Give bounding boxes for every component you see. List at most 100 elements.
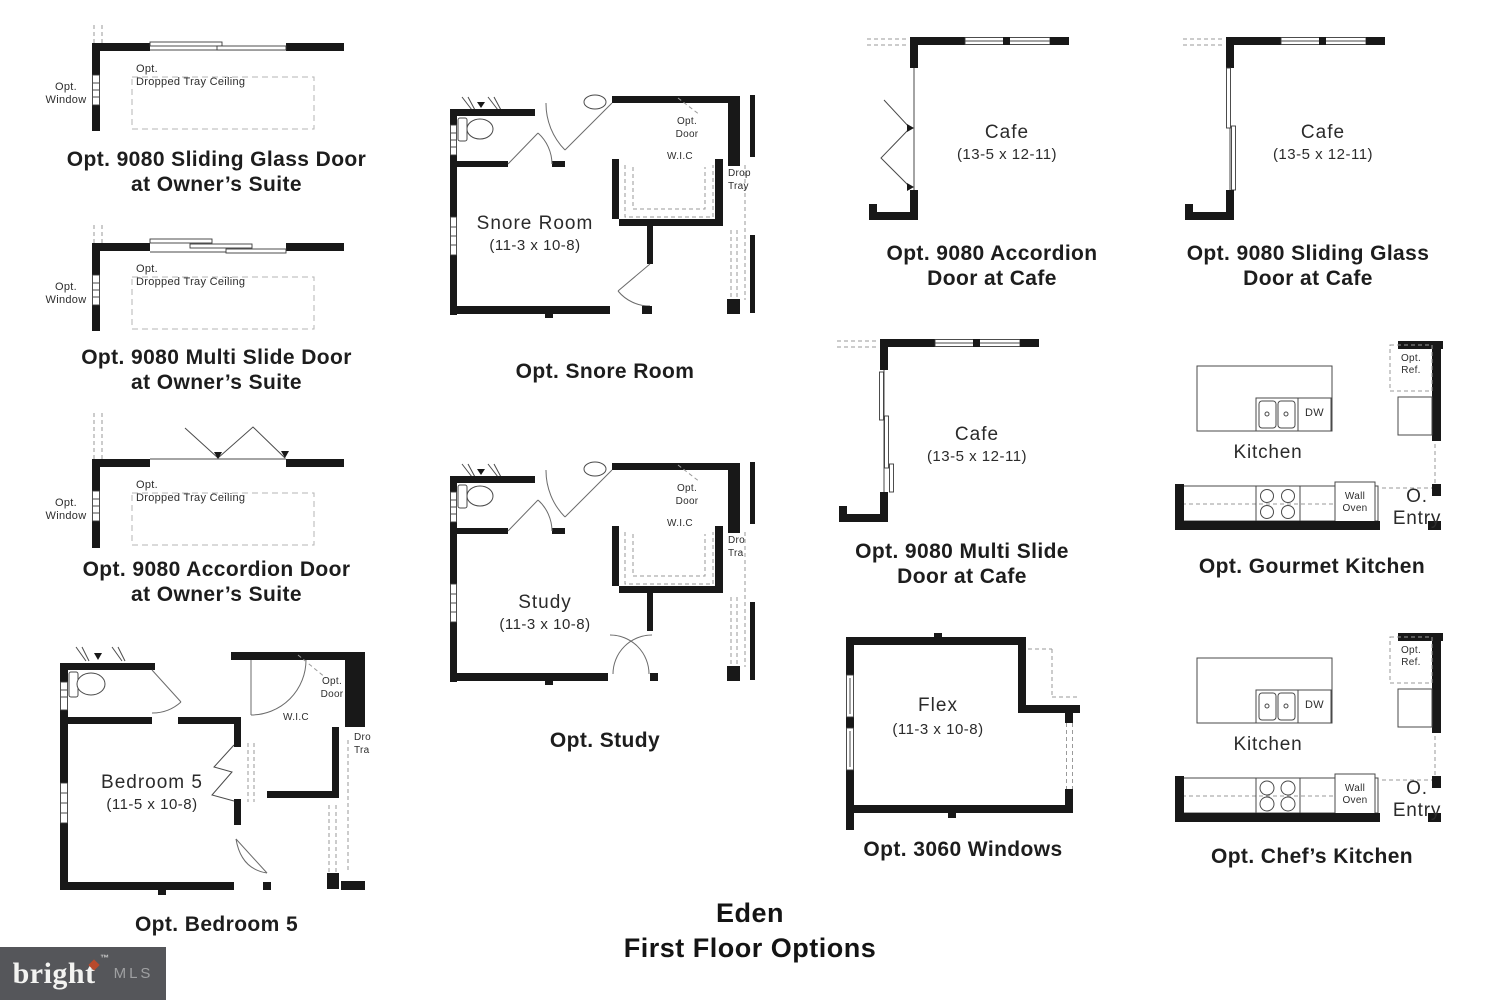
dropped-tray-label: Dro Tra	[354, 732, 372, 756]
opt-window-label: Opt. Window	[45, 81, 87, 106]
refrigerator-box	[1389, 344, 1433, 392]
bedroom5-drawing	[60, 646, 365, 895]
gourmet-kitchen-plan: Kitchen DW Wall Oven Opt. Ref. O. Entry	[1162, 338, 1462, 538]
multi-cafe-drawing	[837, 339, 1039, 522]
sliding-door-panel	[1226, 67, 1231, 129]
plan-name: Eden	[715, 898, 784, 928]
sliding-owners-plan: Opt. Window Opt. Dropped Tray Ceiling	[14, 25, 419, 137]
sheet-title: Eden First Floor Options	[450, 896, 1050, 967]
owner-entry-label: O. Entry	[1392, 778, 1442, 821]
dishwasher-label: DW	[1305, 407, 1324, 419]
dishwasher-box	[1297, 689, 1332, 724]
door-swing-icon	[545, 469, 566, 518]
gourmet-kitchen-drawing	[1175, 341, 1443, 530]
bright-mls-logo: bright ™ MLS	[0, 947, 166, 1000]
trademark-symbol: ™	[100, 952, 110, 963]
room-label: Flex	[918, 695, 958, 716]
bifold-closet-door-icon	[211, 744, 235, 802]
flex-plan: Flex (11-3 x 10-8)	[838, 633, 1088, 833]
tray-ceiling-label: Opt. Dropped Tray Ceiling	[136, 263, 246, 288]
room-dims-label: (11-3 x 10-8)	[489, 237, 581, 254]
door-swing-icon	[250, 659, 307, 716]
room-dims-label: (13-5 x 12-11)	[956, 146, 1058, 163]
dropped-tray-label: Dro Tra	[728, 535, 746, 559]
chefs-kitchen-drawing	[1175, 633, 1443, 822]
window-icon	[60, 681, 68, 711]
panel-caption: Opt. 9080 Sliding Glass Door at Owner’s …	[66, 148, 367, 196]
refrigerator-box	[1389, 636, 1433, 684]
sliding-cafe-drawing	[1183, 37, 1385, 220]
slide-door-panel	[149, 238, 213, 244]
panel-study: Study (11-3 x 10-8) W.I.C Opt. Door Dro …	[450, 461, 760, 753]
dropped-tray-label: Drop Tray	[728, 168, 751, 192]
opt-door-label: Opt. Door	[675, 483, 699, 507]
panel-caption: Opt. Chef’s Kitchen	[1210, 845, 1414, 868]
sink-icon	[1258, 400, 1277, 429]
room-label: Snore Room	[476, 213, 594, 234]
door-swing-icon	[545, 102, 566, 151]
room-label: Kitchen	[1233, 442, 1303, 463]
bright-wordmark: bright ™	[12, 953, 110, 991]
dishwasher-label: DW	[1305, 699, 1324, 711]
panel-sliding-owners: Opt. Window Opt. Dropped Tray Ceiling Op…	[14, 25, 419, 197]
owner-entry-label: O. Entry	[1392, 486, 1442, 529]
accordion-cafe-plan: Cafe (13-5 x 12-11)	[867, 30, 1117, 235]
opt-door-icon	[677, 464, 701, 483]
sink-icon	[1277, 400, 1296, 429]
dishwasher-box	[1297, 397, 1332, 432]
study-plan: Study (11-3 x 10-8) W.I.C Opt. Door Dro …	[450, 461, 760, 722]
room-dims-label: (13-5 x 12-11)	[1272, 146, 1374, 163]
room-label: Study	[518, 592, 572, 613]
door-swing-icon	[537, 499, 553, 532]
panel-multi-cafe: Cafe (13-5 x 12-11) Opt. 9080 Multi Slid…	[837, 332, 1087, 589]
toilet-icon	[457, 117, 468, 142]
tray-ceiling-label: Opt. Dropped Tray Ceiling	[136, 479, 246, 504]
accordion-owners-plan: Opt. Window Opt. Dropped Tray Ceiling	[14, 413, 419, 548]
sliding-owners-drawing	[92, 25, 344, 131]
room-label: Cafe	[984, 122, 1030, 143]
panel-caption: Opt. 9080 Accordion Door at Owner’s Suit…	[82, 558, 351, 606]
toilet-icon	[457, 484, 468, 509]
chefs-kitchen-plan: Kitchen DW Wall Oven Opt. Ref. O. Entry	[1162, 630, 1462, 830]
sink-icon	[583, 461, 607, 477]
panel-caption: Opt. Snore Room	[515, 360, 695, 383]
panel-sliding-cafe: Cafe (13-5 x 12-11) Opt. 9080 Sliding Gl…	[1183, 30, 1433, 291]
opt-window-label: Opt. Window	[45, 281, 87, 306]
room-label: Cafe	[954, 424, 1000, 445]
opt-door-icon	[677, 97, 701, 116]
accordion-owners-drawing	[92, 413, 344, 548]
bedroom5-plan: Bedroom 5 (11-5 x 10-8) W.I.C Opt. Door …	[14, 645, 419, 907]
toilet-icon	[466, 485, 494, 507]
sliding-door-panel	[149, 41, 223, 47]
sliding-door-panel	[1231, 125, 1236, 191]
opt-window-label: Opt. Window	[45, 497, 87, 522]
tray-ceiling-label: Opt. Dropped Tray Ceiling	[136, 63, 246, 88]
sliding-cafe-plan: Cafe (13-5 x 12-11)	[1183, 30, 1433, 235]
room-dims-label: (11-5 x 10-8)	[106, 796, 198, 813]
study-drawing	[450, 461, 755, 685]
wic-label: W.I.C	[283, 712, 309, 723]
bright-text: bright	[12, 956, 96, 990]
wall-oven-label: Wall Oven	[1342, 783, 1368, 806]
toilet-icon	[466, 118, 494, 140]
accordion-door-icon	[184, 426, 286, 459]
panel-snore-room: Snore Room (11-3 x 10-8) W.I.C Opt. Door…	[450, 94, 760, 384]
mls-text: MLS	[113, 965, 154, 982]
wall-oven-box	[1334, 773, 1376, 818]
toilet-icon	[76, 672, 106, 696]
panel-caption: Opt. 3060 Windows	[863, 838, 1063, 861]
flex-drawing	[846, 633, 1080, 830]
door-swing-icon	[612, 634, 653, 675]
panel-gourmet-kitchen: Kitchen DW Wall Oven Opt. Ref. O. Entry …	[1162, 338, 1462, 579]
tray-ceiling-outline	[131, 492, 315, 546]
panel-caption: Opt. Study	[549, 729, 661, 752]
slide-door-panel	[879, 371, 884, 421]
opt-door-label: Opt. Door	[320, 676, 344, 700]
wall-oven-label: Wall Oven	[1342, 491, 1368, 514]
door-swing-icon	[617, 290, 651, 307]
panel-multi-owners: Opt. Window Opt. Dropped Tray Ceiling Op…	[14, 225, 419, 395]
panel-caption: Opt. 9080 Accordion Door at Cafe	[886, 242, 1098, 290]
panel-caption: Opt. 9080 Multi Slide Door at Cafe	[855, 540, 1069, 588]
panel-accordion-cafe: Cafe (13-5 x 12-11) Opt. 9080 Accordion …	[867, 30, 1117, 291]
